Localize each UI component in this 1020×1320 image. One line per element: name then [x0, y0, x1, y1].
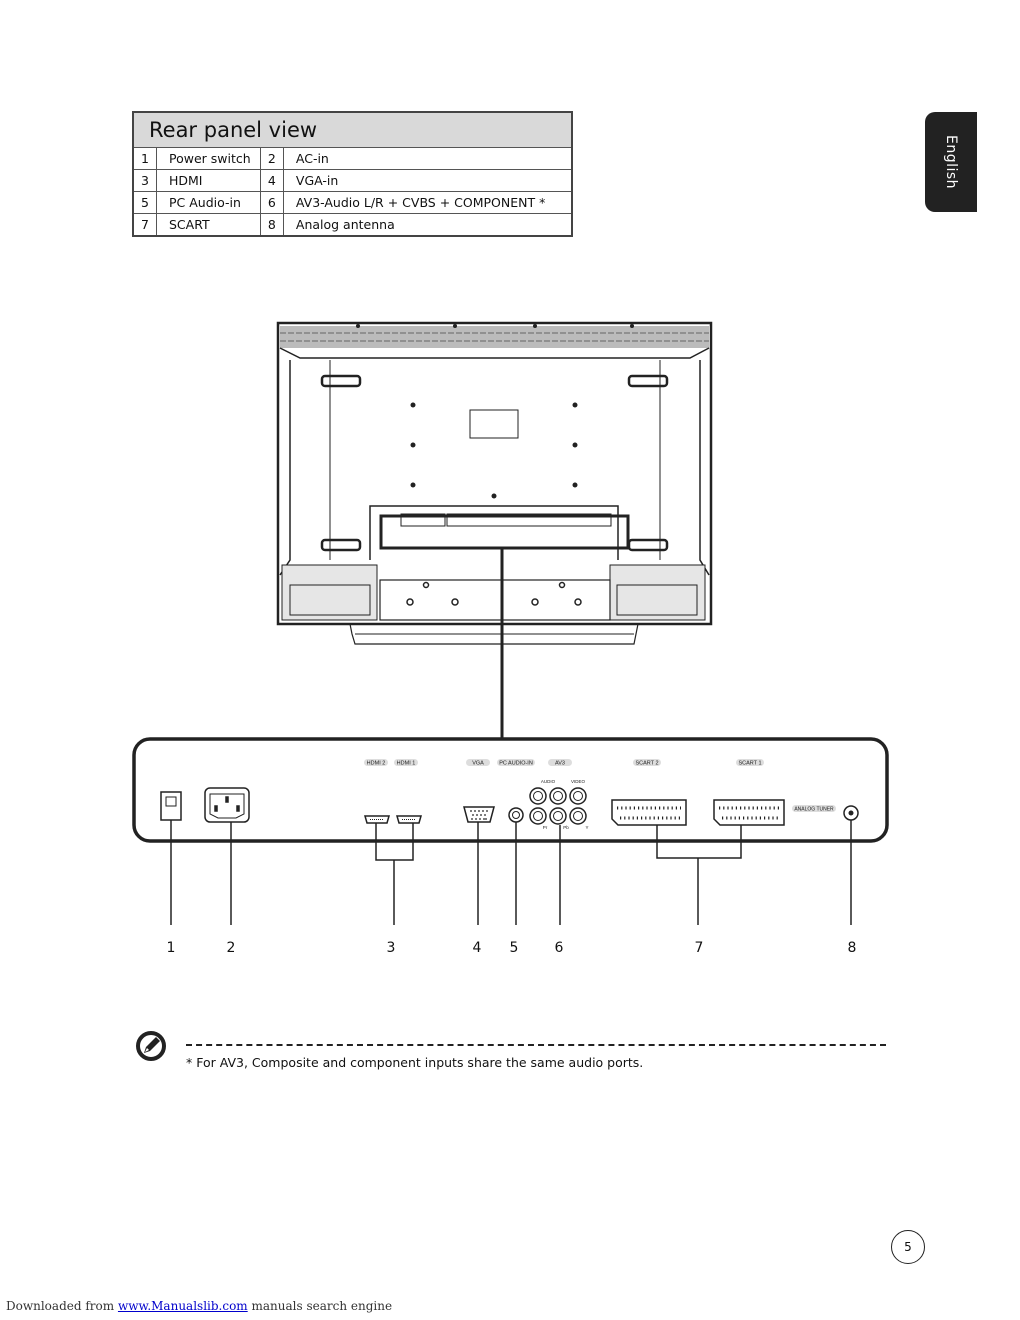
cell-number: 8 [259, 213, 284, 237]
table-row: 7 SCART 8 Analog antenna [132, 213, 573, 237]
rear-panel-illustration: HDMI 2 HDMI 1 VGA PC AUDIO-IN AV3 AUDIO … [132, 321, 889, 925]
hdmi-ports-icon [364, 815, 422, 824]
note-divider [186, 1044, 886, 1046]
callout-2: 2 [226, 940, 236, 956]
av3-rca-jacks-icon [529, 787, 587, 825]
ac-in-icon [204, 787, 250, 823]
callout-8: 8 [847, 940, 857, 956]
callout-lines [170, 820, 852, 925]
cell-label: Power switch [156, 147, 261, 170]
scart1-label: SCART 1 [738, 761, 761, 767]
language-tab[interactable]: English [925, 112, 977, 212]
cell-label: AV3-Audio L/R + CVBS + COMPONENT * [282, 191, 573, 214]
scart2-label: SCART 2 [635, 761, 658, 767]
audio-label: AUDIO [541, 779, 556, 784]
tv-back-illustration [276, 321, 713, 645]
cell-number: 5 [132, 191, 157, 214]
pc-audio-jack-icon [508, 807, 524, 823]
table-row: 5 PC Audio-in 6 AV3-Audio L/R + CVBS + C… [132, 191, 573, 214]
hdmi2-label: HDMI 2 [367, 761, 386, 767]
video-label: VIDEO [571, 779, 586, 784]
table-title: Rear panel view [132, 111, 573, 148]
callout-1: 1 [166, 940, 176, 956]
note-icon [136, 1031, 166, 1061]
av3-label: AV3 [555, 761, 565, 767]
analog-tuner-label: ANALOG TUNER [794, 807, 834, 813]
scart-ports-icon [611, 799, 785, 826]
callout-6: 6 [554, 940, 564, 956]
footer-prefix: Downloaded from [6, 1299, 118, 1313]
callout-4: 4 [472, 940, 482, 956]
cell-number: 6 [259, 191, 284, 214]
page-number: 5 [891, 1230, 925, 1264]
callout-3: 3 [386, 940, 396, 956]
footer-link[interactable]: www.Manualslib.com [117, 1299, 248, 1313]
pb-label: Pb [563, 825, 569, 830]
callout-5: 5 [509, 940, 519, 956]
footer: Downloaded from www.Manualslib.com manua… [6, 1299, 392, 1313]
callout-7: 7 [694, 940, 704, 956]
rear-panel-table: Rear panel view 1 Power switch 2 AC-in 3… [132, 111, 573, 237]
pr-label: Pr [543, 825, 548, 830]
pc-audio-label: PC AUDIO-IN [499, 761, 533, 767]
connector-panel [132, 737, 889, 843]
vga-label: VGA [472, 761, 484, 767]
table-row: 3 HDMI 4 VGA-in [132, 169, 573, 192]
note-text: * For AV3, Composite and component input… [186, 1055, 644, 1070]
footer-suffix: manuals search engine [247, 1299, 393, 1313]
table-row: 1 Power switch 2 AC-in [132, 147, 573, 170]
hdmi1-label: HDMI 1 [397, 761, 416, 767]
cell-label: SCART [156, 213, 261, 237]
cell-label: Analog antenna [282, 213, 573, 237]
y-label: Y [585, 825, 588, 830]
vga-port-icon [463, 806, 495, 823]
